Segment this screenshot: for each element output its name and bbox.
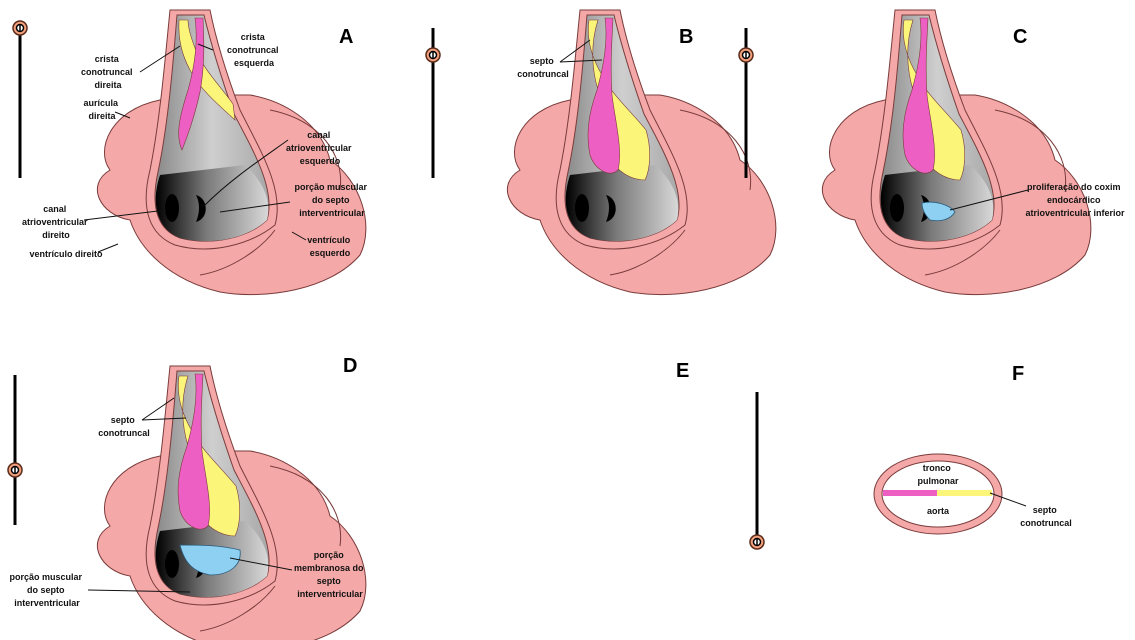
label-canal-av-direito: canal atrioventricular direito (22, 204, 90, 240)
panel-label-c: C (1013, 26, 1027, 48)
panel-e: E (676, 360, 764, 549)
heart-b (507, 10, 776, 295)
panel-label-a: A (339, 26, 353, 48)
panel-c: C proliferação do coxim endocárdico atri… (739, 10, 1125, 295)
panel-label-b: B (679, 26, 693, 48)
label-septo-d: septo conotruncal (98, 415, 150, 438)
label-ventriculo-direito: ventrículo direito (29, 249, 103, 259)
heart-c (822, 10, 1091, 295)
label-aorta: aorta (927, 506, 950, 516)
panel-d: D septo conotruncal porção muscular do s… (8, 355, 366, 640)
panel-b: B septo conotruncal (426, 10, 776, 295)
panel-label-d: D (343, 355, 357, 377)
axis-marker-a (13, 21, 27, 178)
panel-label-e: E (676, 360, 689, 382)
axis-marker-e (750, 392, 764, 549)
label-septo-b: septo conotruncal (517, 56, 569, 79)
axis-marker-c (739, 28, 753, 178)
label-crista-direita: crista conotruncal direita (81, 54, 135, 90)
panel-a: A crista conotruncal direita crista cono… (13, 10, 370, 295)
label-auricula-direita: aurícula direita (83, 98, 120, 121)
label-porcao-muscular-d: porção muscular do septo interventricula… (9, 572, 84, 608)
label-crista-esquerda: crista conotruncal esquerda (227, 32, 281, 68)
panel-f: F tronco pulmonar aorta septo conotrunca… (874, 363, 1072, 534)
panel-label-f: F (1012, 363, 1024, 385)
axis-marker-d (8, 375, 22, 525)
label-septo-f: septo conotruncal (1020, 505, 1072, 528)
axis-marker-b (426, 28, 440, 178)
